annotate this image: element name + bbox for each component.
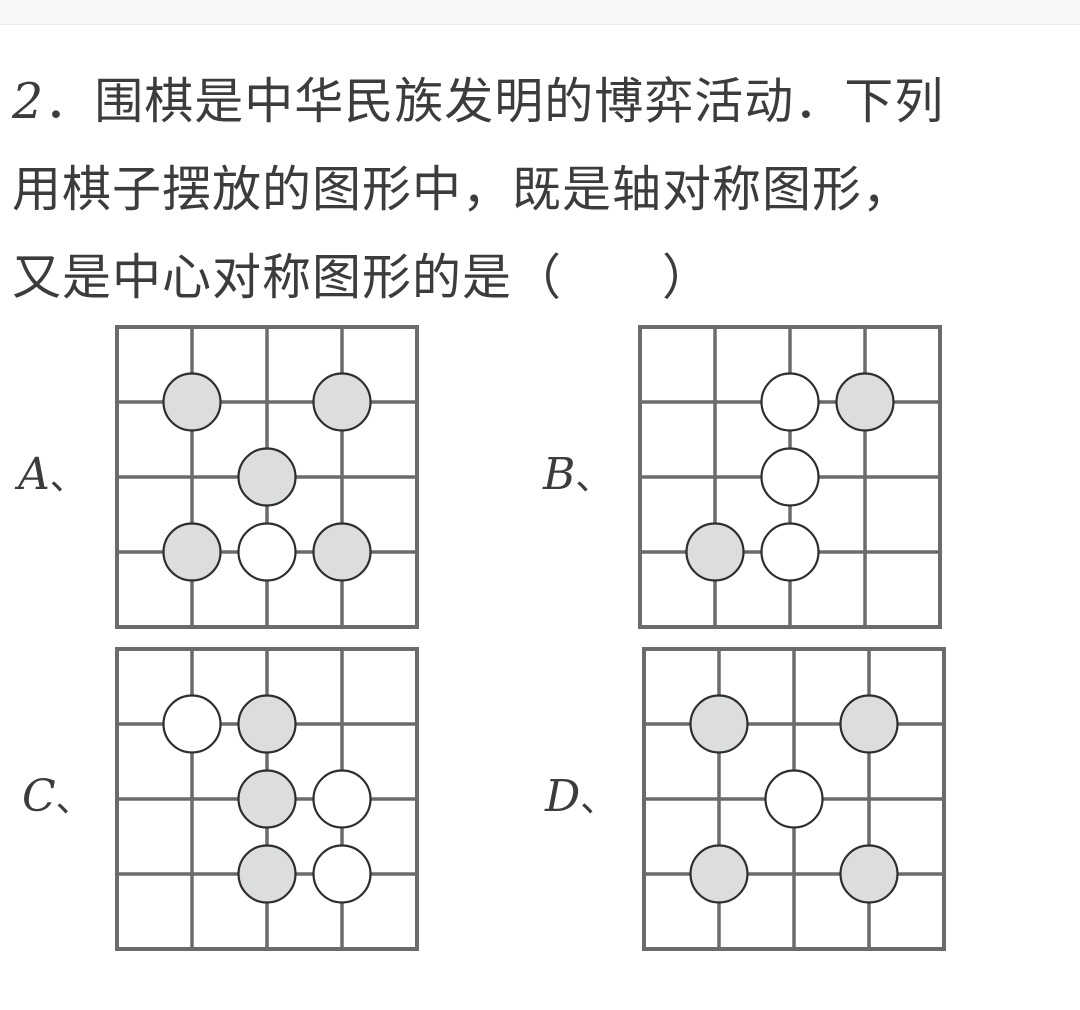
white-stone-icon [312,769,372,829]
question-line-3: 又是中心对称图形的是（ ） [12,249,713,306]
question-number: 2 [12,73,45,130]
gray-stone-icon [237,769,297,829]
option-b-board[interactable] [638,325,942,629]
gray-stone-icon [237,844,297,904]
white-stone-icon [760,522,820,582]
question-text: 2．围棋是中华民族发明的博弈活动．下列 用棋子摆放的图形中，既是轴对称图形， 又… [12,58,1072,322]
white-stone-icon [764,769,824,829]
gray-stone-icon [689,844,749,904]
gray-stone-icon [162,522,222,582]
option-c-label[interactable]: C、 [22,771,92,822]
gray-stone-icon [312,522,372,582]
gray-stone-icon [835,372,895,432]
white-stone-icon [760,372,820,432]
white-stone-icon [312,844,372,904]
gray-stone-icon [689,694,749,754]
option-d-label[interactable]: D、 [545,771,617,822]
top-bar [0,0,1080,25]
go-board-grid [642,647,946,951]
go-board-grid [115,647,419,951]
gray-stone-icon [839,694,899,754]
question-line-2: 用棋子摆放的图形中，既是轴对称图形， [12,161,913,218]
option-a-board[interactable] [115,325,419,629]
option-b-label[interactable]: B、 [543,449,612,500]
option-d-board[interactable] [642,647,946,951]
gray-stone-icon [839,844,899,904]
white-stone-icon [162,694,222,754]
gray-stone-icon [237,694,297,754]
option-a-label[interactable]: A、 [18,449,86,500]
gray-stone-icon [312,372,372,432]
question-line-1: 2．围棋是中华民族发明的博弈活动．下列 [12,73,945,130]
gray-stone-icon [685,522,745,582]
go-board-grid [115,325,419,629]
gray-stone-icon [162,372,222,432]
white-stone-icon [237,522,297,582]
white-stone-icon [760,447,820,507]
go-board-grid [638,325,942,629]
option-c-board[interactable] [115,647,419,951]
gray-stone-icon [237,447,297,507]
